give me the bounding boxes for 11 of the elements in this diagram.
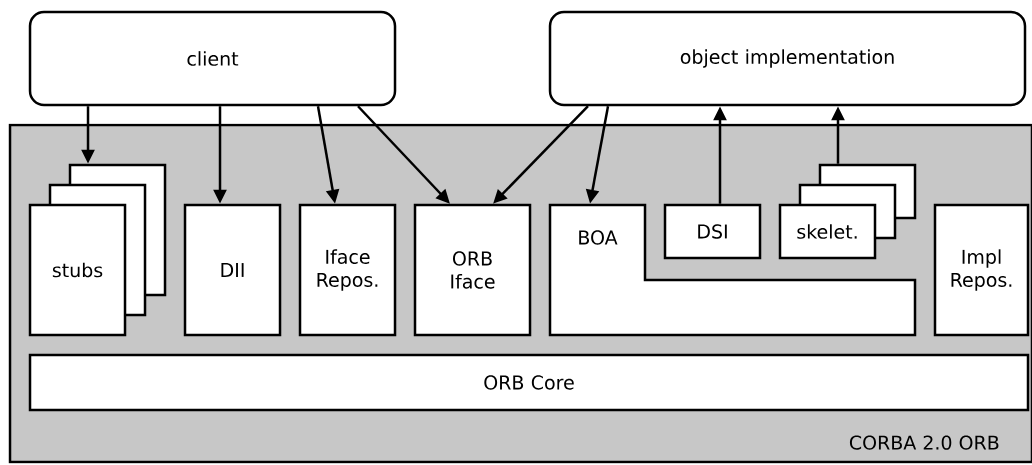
component-box: client <box>28 10 397 107</box>
component-box: Impl Repos. <box>933 203 1030 337</box>
component-box: ORB Iface <box>413 203 532 337</box>
stacked-box: stubs <box>28 163 167 337</box>
component-box: object implementation <box>548 10 1027 107</box>
component-box: DSI <box>663 203 762 260</box>
component-box: DII <box>183 203 282 337</box>
component-box: Iface Repos. <box>298 203 397 337</box>
component-box: ORB Core <box>28 353 1030 412</box>
node-label: skelet. <box>797 224 857 239</box>
stacked-box: skelet. <box>778 163 917 260</box>
